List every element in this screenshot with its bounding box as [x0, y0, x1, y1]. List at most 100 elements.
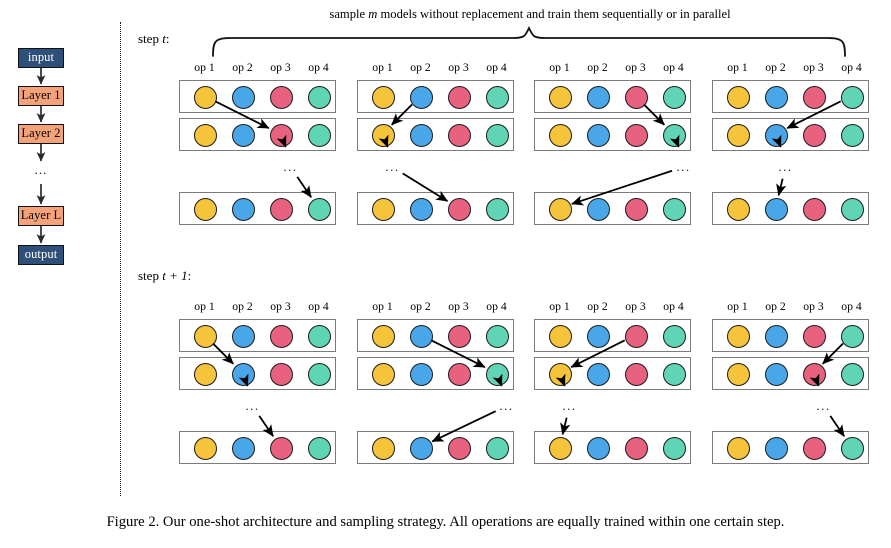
op-node-r2-c4[interactable] [308, 362, 331, 386]
op-node-r1-c3[interactable] [625, 324, 648, 348]
op-node-r3-c3[interactable] [625, 197, 648, 221]
op-node-r2-c1[interactable] [194, 362, 217, 386]
op-node-r3-c4[interactable] [308, 197, 331, 221]
op-node-r2-c3[interactable] [625, 362, 648, 386]
op-node-r3-c3[interactable] [448, 197, 471, 221]
op-node-r1-c3[interactable] [803, 85, 826, 109]
op-node-r2-c3[interactable] [803, 123, 826, 147]
op-node-r3-c2[interactable] [765, 197, 788, 221]
op-node-r2-c2[interactable] [232, 123, 255, 147]
op-node-r2-c4[interactable] [308, 123, 331, 147]
op-node-r1-c2[interactable] [232, 85, 255, 109]
op-node-r3-c4[interactable] [486, 436, 509, 460]
op-node-r3-c2[interactable] [232, 197, 255, 221]
op-node-r3-c4[interactable] [663, 197, 686, 221]
op-node-r3-c4[interactable] [308, 436, 331, 460]
op-node-r3-c3[interactable] [625, 436, 648, 460]
op-node-r1-c4[interactable] [841, 324, 864, 348]
op-node-r2-c2[interactable] [765, 123, 788, 147]
op-node-r3-c3[interactable] [448, 436, 471, 460]
op-node-r1-c3[interactable] [625, 85, 648, 109]
op-node-r3-c1[interactable] [372, 436, 395, 460]
op-node-r2-c1[interactable] [549, 362, 572, 386]
op-node-r3-c1[interactable] [727, 436, 750, 460]
op-node-r3-c4[interactable] [841, 436, 864, 460]
op-node-r1-c2[interactable] [587, 85, 610, 109]
op-node-r3-c1[interactable] [194, 436, 217, 460]
op-node-r2-c1[interactable] [372, 123, 395, 147]
op-node-r3-c2[interactable] [410, 436, 433, 460]
op-node-r2-c4[interactable] [841, 362, 864, 386]
op-node-r3-c2[interactable] [232, 436, 255, 460]
op-node-r1-c3[interactable] [270, 324, 293, 348]
op-node-r3-c4[interactable] [486, 197, 509, 221]
op-node-r2-c2[interactable] [410, 123, 433, 147]
op-node-r1-c3[interactable] [803, 324, 826, 348]
op-node-r1-c4[interactable] [663, 324, 686, 348]
op-node-r2-c2[interactable] [587, 362, 610, 386]
op-node-r2-c1[interactable] [727, 362, 750, 386]
op-node-r1-c4[interactable] [308, 324, 331, 348]
op-node-r2-c3[interactable] [803, 362, 826, 386]
layer-row-3 [179, 431, 336, 464]
op-node-r2-c3[interactable] [448, 123, 471, 147]
op-node-r3-c1[interactable] [549, 436, 572, 460]
op-node-r2-c4[interactable] [663, 123, 686, 147]
op-node-r1-c4[interactable] [308, 85, 331, 109]
op-node-r1-c2[interactable] [765, 85, 788, 109]
op-node-r1-c1[interactable] [727, 324, 750, 348]
op-node-r1-c1[interactable] [727, 85, 750, 109]
op-node-r1-c3[interactable] [448, 324, 471, 348]
op-node-r1-c1[interactable] [372, 324, 395, 348]
op-node-r3-c2[interactable] [410, 197, 433, 221]
op-node-r3-c2[interactable] [587, 197, 610, 221]
op-node-r2-c2[interactable] [410, 362, 433, 386]
op-node-r1-c1[interactable] [194, 85, 217, 109]
op-node-r3-c2[interactable] [765, 436, 788, 460]
op-node-r2-c3[interactable] [270, 362, 293, 386]
op-node-r1-c1[interactable] [194, 324, 217, 348]
op-node-r2-c4[interactable] [486, 362, 509, 386]
op-node-r3-c1[interactable] [372, 197, 395, 221]
op-node-r2-c2[interactable] [232, 362, 255, 386]
op-node-r1-c4[interactable] [663, 85, 686, 109]
op-node-r3-c4[interactable] [841, 197, 864, 221]
op-node-r2-c4[interactable] [663, 362, 686, 386]
op-node-r3-c1[interactable] [194, 197, 217, 221]
op-node-r2-c1[interactable] [727, 123, 750, 147]
op-node-r3-c1[interactable] [549, 197, 572, 221]
op-node-r2-c2[interactable] [587, 123, 610, 147]
op-node-r2-c2[interactable] [765, 362, 788, 386]
op-node-r1-c1[interactable] [549, 85, 572, 109]
op-node-r2-c3[interactable] [625, 123, 648, 147]
op-node-r3-c4[interactable] [663, 436, 686, 460]
op-node-r3-c1[interactable] [727, 197, 750, 221]
op-node-r1-c2[interactable] [410, 85, 433, 109]
op-node-r1-c3[interactable] [448, 85, 471, 109]
op-node-r3-c3[interactable] [270, 197, 293, 221]
op-label-3: op 3 [803, 61, 824, 74]
op-node-r2-c1[interactable] [372, 362, 395, 386]
op-node-r3-c2[interactable] [587, 436, 610, 460]
op-node-r1-c2[interactable] [410, 324, 433, 348]
op-node-r2-c4[interactable] [841, 123, 864, 147]
op-node-r2-c4[interactable] [486, 123, 509, 147]
op-node-r2-c3[interactable] [448, 362, 471, 386]
op-node-r3-c3[interactable] [270, 436, 293, 460]
op-node-r1-c1[interactable] [372, 85, 395, 109]
op-node-r1-c4[interactable] [841, 85, 864, 109]
op-node-r2-c1[interactable] [549, 123, 572, 147]
op-node-r3-c3[interactable] [803, 436, 826, 460]
op-node-r1-c2[interactable] [765, 324, 788, 348]
op-node-r1-c2[interactable] [587, 324, 610, 348]
op-node-r3-c3[interactable] [803, 197, 826, 221]
op-node-r1-c4[interactable] [486, 85, 509, 109]
op-node-r1-c1[interactable] [549, 324, 572, 348]
op-node-r1-c4[interactable] [486, 324, 509, 348]
op-node-r2-c3[interactable] [270, 123, 293, 147]
op-node-r1-c3[interactable] [270, 85, 293, 109]
op-node-r2-c1[interactable] [194, 123, 217, 147]
op-node-r1-c2[interactable] [232, 324, 255, 348]
